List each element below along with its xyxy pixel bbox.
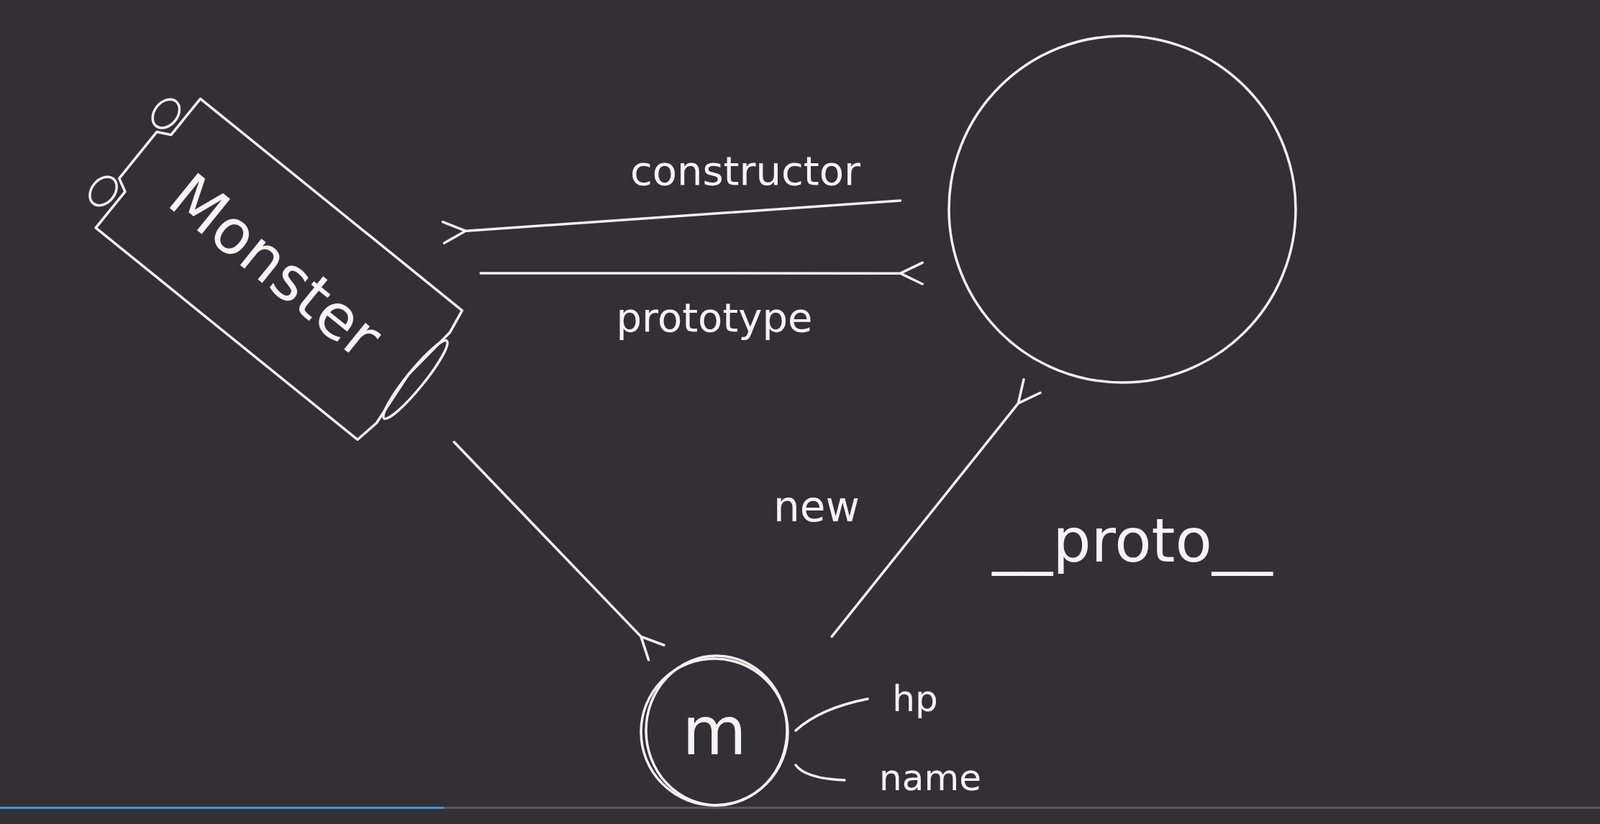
connector-arrow (831, 379, 1041, 638)
property-label: hp (892, 681, 938, 718)
edge-label: new (773, 486, 860, 529)
connector-arrow (453, 442, 665, 661)
connector-arrow (480, 262, 923, 285)
prototype-circle (948, 35, 1296, 383)
edge-label: constructor (630, 151, 861, 192)
class-outline (147, 93, 186, 133)
property-label: name (879, 760, 982, 797)
progress-track (0, 807, 1600, 810)
node-label: Monster (154, 158, 396, 374)
node-label: m (682, 692, 747, 772)
class-outline (376, 335, 454, 424)
connector-line (453, 442, 665, 661)
instance-circle: m (641, 658, 788, 806)
circle-outline (948, 35, 1296, 383)
connector-line (831, 379, 1041, 638)
circle-outline (646, 656, 788, 806)
edge-label: prototype (616, 297, 813, 339)
class-outline (85, 89, 466, 442)
edge-label: __proto__ (992, 510, 1273, 572)
leader-line (795, 699, 868, 731)
connector-line (480, 262, 923, 285)
progress-bar (0, 807, 444, 810)
class-box: Monster (85, 89, 466, 442)
connector-line (442, 200, 900, 244)
connector-arrow (442, 200, 900, 244)
class-outline (84, 171, 123, 211)
node-outline (948, 35, 1296, 383)
leader-line (795, 765, 845, 781)
